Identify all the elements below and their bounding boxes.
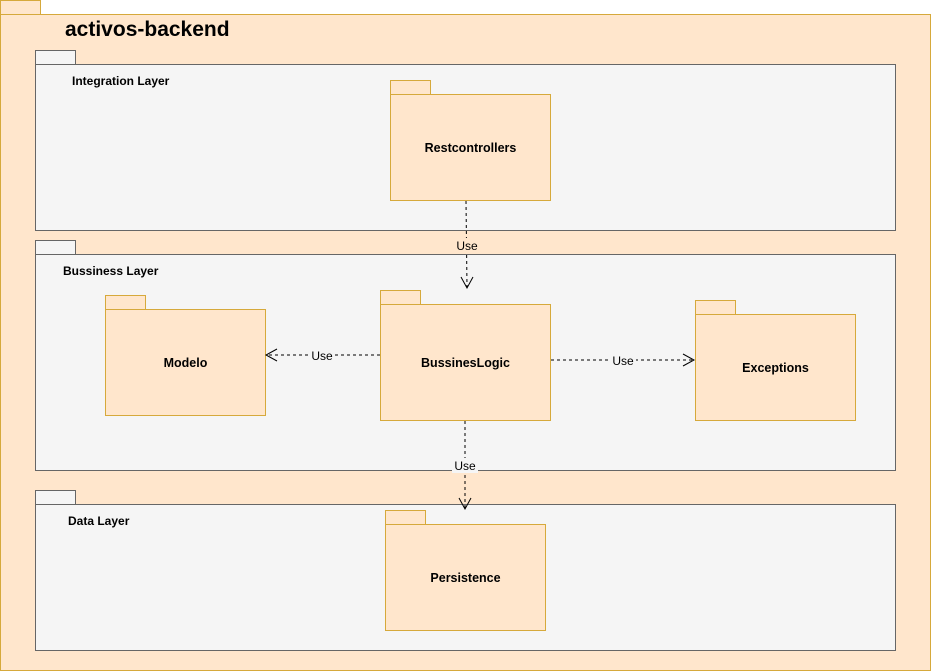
- persistence-label: Persistence: [430, 570, 501, 585]
- arrowhead-logic-to-persistence: [458, 497, 472, 511]
- exceptions-label: Exceptions: [742, 360, 809, 375]
- modelo-label: Modelo: [163, 355, 208, 370]
- restcontrollers-package[interactable]: Restcontrollers: [390, 94, 551, 201]
- edge-label-logic-to-persistence: Use: [454, 459, 476, 473]
- data-layer-title: Data Layer: [68, 514, 130, 528]
- modelo-package[interactable]: Modelo: [105, 309, 266, 416]
- bussineslogic-label: BussinesLogic: [421, 355, 510, 370]
- edge-label-logic-to-exceptions: Use: [612, 354, 634, 368]
- bussineslogic-package[interactable]: BussinesLogic: [380, 304, 551, 421]
- arrowhead-rest-to-logic: [460, 276, 474, 290]
- business-layer-title: Bussiness Layer: [63, 264, 159, 278]
- edge-label-rest-to-logic: Use: [456, 239, 478, 253]
- exceptions-package[interactable]: Exceptions: [695, 314, 856, 421]
- persistence-package[interactable]: Persistence: [385, 524, 546, 631]
- arrowhead-logic-to-exceptions: [682, 353, 696, 367]
- root-package-title: activos-backend: [65, 18, 230, 41]
- edge-label-logic-to-modelo: Use: [311, 349, 333, 363]
- arrowhead-logic-to-modelo: [264, 348, 278, 362]
- restcontrollers-label: Restcontrollers: [424, 140, 517, 155]
- integration-layer-title: Integration Layer: [72, 74, 170, 88]
